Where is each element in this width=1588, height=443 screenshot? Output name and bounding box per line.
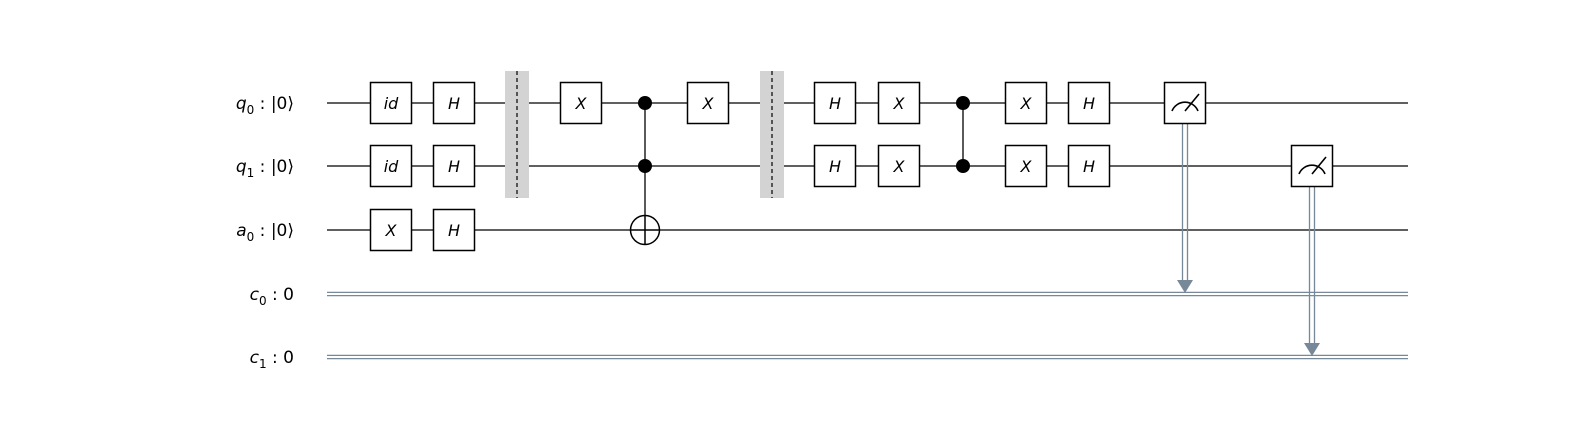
classical-wire-c0 [327, 291, 1408, 297]
wire-label-a0: a0 : |0⟩ [236, 221, 294, 244]
gate-label: id [384, 157, 399, 176]
gate-label: H [448, 221, 460, 240]
measure-gate [1290, 144, 1334, 356]
gate-h: H [813, 144, 857, 188]
gate-x: X [1004, 144, 1048, 188]
gate-label: X [1020, 157, 1033, 176]
barrier-1 [760, 71, 784, 198]
gate-label: X [385, 221, 398, 240]
wire-label-q0: q0 : |0⟩ [236, 94, 294, 117]
gate-h: H [1067, 144, 1111, 188]
gate-h: H [432, 208, 476, 252]
gate-label: H [829, 157, 841, 176]
gate-h: H [813, 81, 857, 125]
wire-label-q1: q1 : |0⟩ [236, 157, 294, 180]
cz-gate [956, 96, 970, 173]
meter-icon [1298, 164, 1326, 175]
measure-gate [1163, 81, 1207, 293]
gate-x: X [877, 144, 921, 188]
gate-label: H [448, 157, 460, 176]
gate-label: X [575, 94, 588, 113]
gate-x: X [877, 81, 921, 125]
control-dot [956, 96, 970, 110]
measure-arrow [1304, 343, 1320, 356]
gate-label: H [1083, 94, 1095, 113]
gate-x: X [559, 81, 603, 125]
gate-x: X [1004, 81, 1048, 125]
gate-label: H [1083, 157, 1095, 176]
gate-label: X [893, 94, 906, 113]
gate-label: X [1020, 94, 1033, 113]
measure-arrow [1177, 280, 1193, 293]
gate-id: id [369, 144, 413, 188]
meter-icon [1171, 101, 1199, 112]
control-dot [638, 96, 652, 110]
gate-x: X [686, 81, 730, 125]
gate-h: H [432, 81, 476, 125]
wire-label-c1: c1 : 0 [250, 348, 294, 371]
gate-h: H [1067, 81, 1111, 125]
gate-label: H [829, 94, 841, 113]
gate-label: X [702, 94, 715, 113]
controlled-gates [629, 96, 970, 246]
gate-label: X [893, 157, 906, 176]
toffoli-gate [629, 96, 661, 246]
gate-h: H [432, 144, 476, 188]
wire-labels: q0 : |0⟩ q1 : |0⟩ a0 : |0⟩ c0 : 0 c1 : 0 [236, 94, 294, 371]
control-dot [956, 159, 970, 173]
gate-label: id [384, 94, 399, 113]
barrier-0 [505, 71, 529, 198]
control-dot [638, 159, 652, 173]
gate-x: X [369, 208, 413, 252]
target-xor [629, 214, 661, 246]
classical-wire-c1 [327, 354, 1408, 360]
gate-id: id [369, 81, 413, 125]
measurements [1163, 81, 1334, 356]
gate-label: H [448, 94, 460, 113]
wires [327, 102, 1408, 360]
wire-label-c0: c0 : 0 [250, 285, 294, 308]
barriers [505, 71, 784, 198]
